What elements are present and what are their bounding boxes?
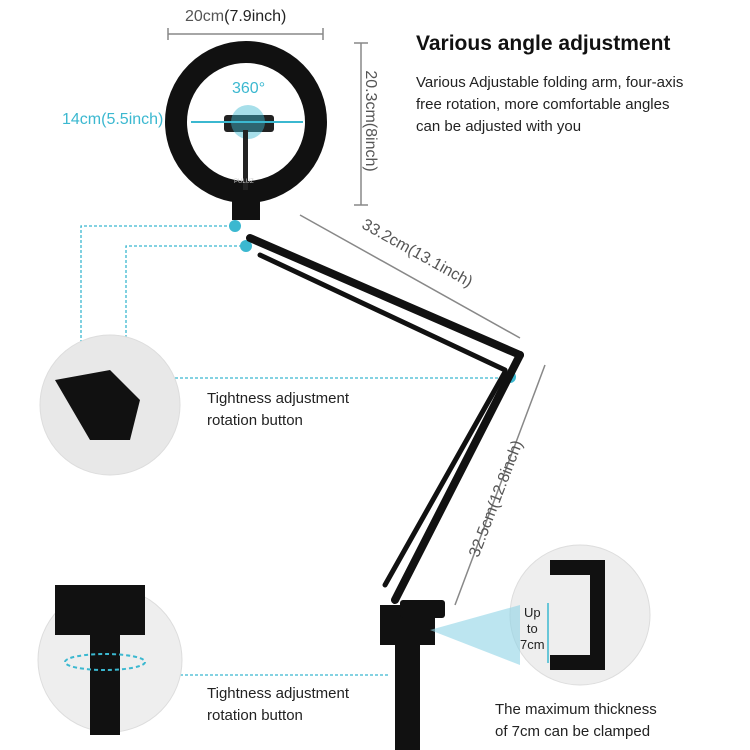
rotation-label: 360°	[232, 80, 266, 97]
description: Various Adjustable folding arm, four-axi…	[416, 74, 684, 135]
desk-clamp	[380, 600, 445, 750]
brand-logo: PULUZ	[234, 179, 254, 185]
width-dimension: 20cm(7.9inch)	[185, 8, 287, 25]
ring-light	[165, 41, 327, 220]
inner-diameter: 14cm(5.5inch)	[62, 111, 164, 128]
height-dimension: 20.3cm(8inch)	[362, 70, 379, 172]
heading: Various angle adjustment	[416, 32, 671, 55]
folding-arm	[246, 234, 524, 604]
